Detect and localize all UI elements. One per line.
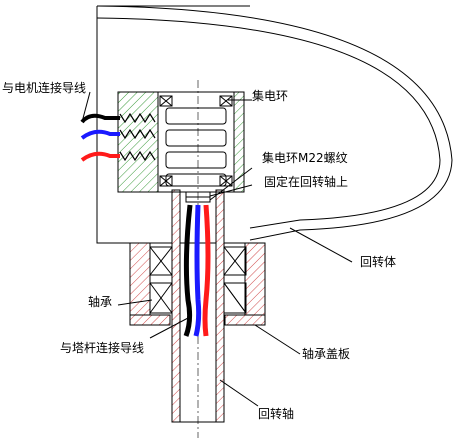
- label-bearing: 轴承: [88, 294, 112, 309]
- label-slip-ring: 集电环: [252, 88, 288, 103]
- tower-wire-black: [183, 204, 193, 337]
- slip-ring-housing: [117, 91, 245, 193]
- motor-wire-black: [80, 113, 120, 124]
- upper-bearing-left: [149, 246, 173, 276]
- slip-ring-core: [157, 91, 235, 193]
- rotor-body: [96, 5, 453, 244]
- tower-wire-red: [202, 204, 211, 337]
- label-motor-wire: 与电机连接导线: [2, 80, 86, 95]
- label-fixed-on-shaft: 固定在回转轴上: [264, 174, 348, 189]
- m22-thread: [185, 191, 211, 203]
- motor-wire-blue: [80, 129, 120, 140]
- label-rotating-shaft: 回转轴: [258, 406, 294, 421]
- lower-bearing-left: [149, 282, 173, 314]
- tower-wire-blue: [193, 204, 202, 337]
- leader-lines: [117, 99, 353, 407]
- lower-bearing-right: [223, 282, 247, 314]
- upper-bearing-right: [223, 246, 247, 276]
- label-rotor: 回转体: [360, 254, 396, 269]
- motor-wires: [80, 91, 156, 162]
- label-bearing-cover: 轴承盖板: [302, 346, 350, 361]
- tower-wires: [183, 204, 211, 337]
- label-slip-ring-thread: 集电环M22螺纹: [262, 150, 348, 165]
- label-tower-wire: 与塔杆连接导线: [60, 340, 144, 355]
- motor-wire-red: [80, 151, 120, 162]
